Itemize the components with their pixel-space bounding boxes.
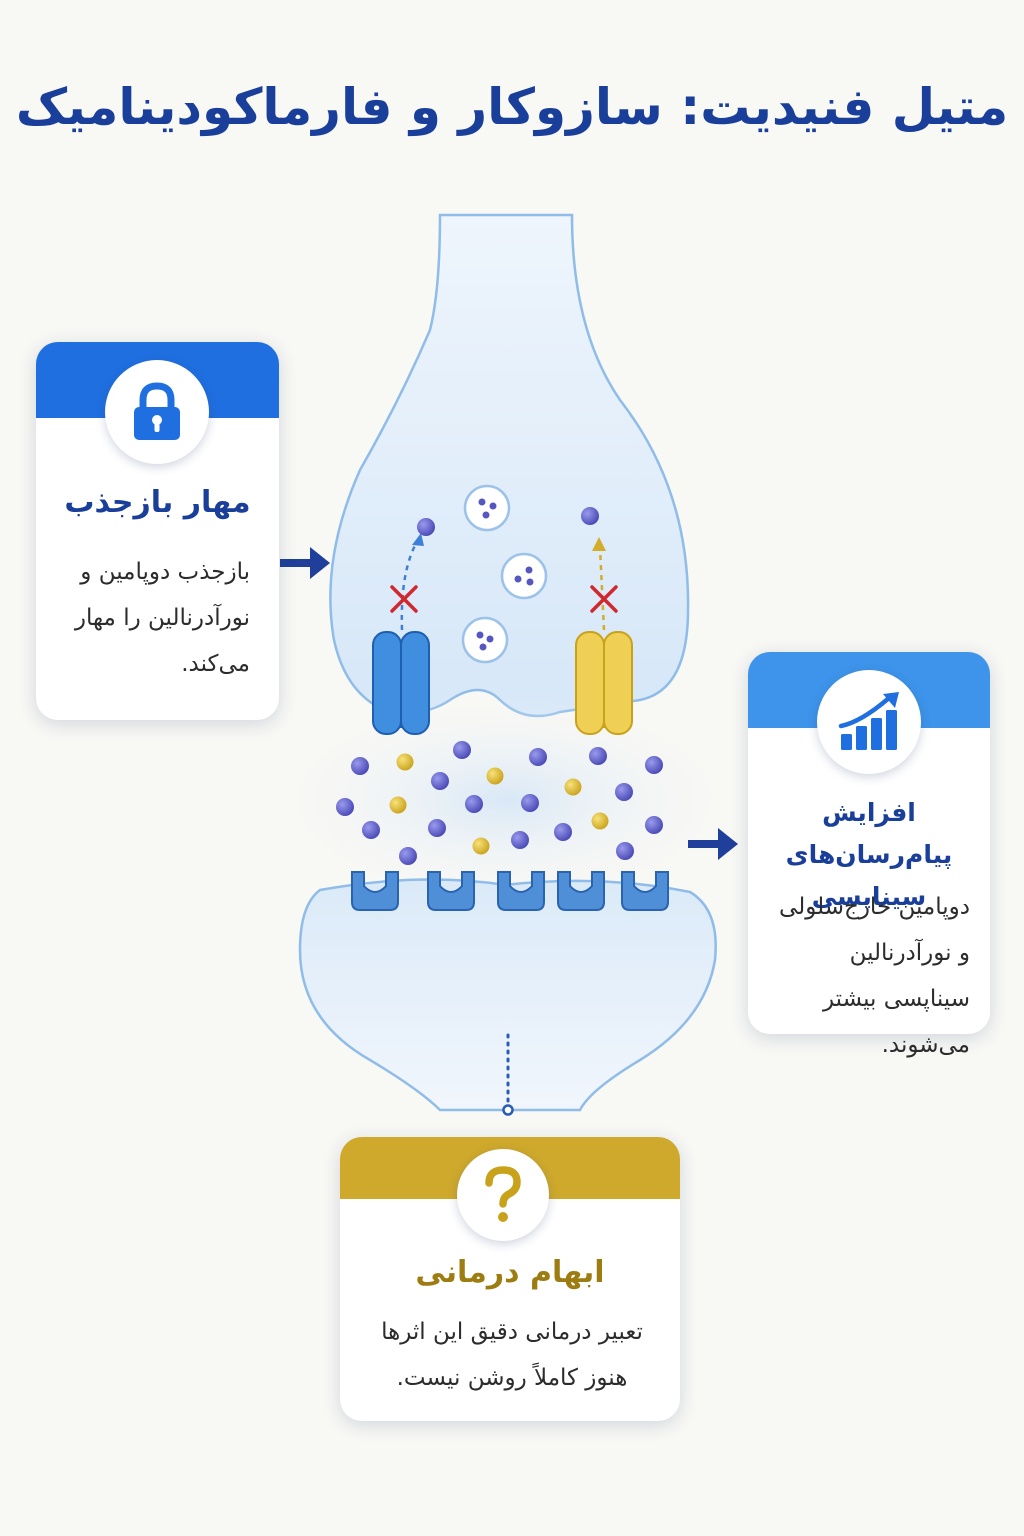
dopamine-molecule [615,783,633,801]
noradrenaline-molecule [472,837,490,855]
dopamine-molecule [453,741,471,759]
dopamine-molecule [645,756,663,774]
receptor [351,871,399,911]
dopamine-molecule [336,798,354,816]
bar-chart-up-icon [838,692,899,750]
icon-badge [105,360,209,464]
noradrenaline-molecule [564,778,582,796]
card-title: افزایش پیام‌رسان‌های سیناپسی [785,798,953,911]
dopamine-molecule [465,795,483,813]
icon-badge [817,670,921,774]
arrow-right-icon [688,828,738,860]
reuptake-inhibition-card: مهار بازجذب بازجذب دوپامین و نورآدرنالین… [36,342,279,720]
question-mark-icon [485,1166,521,1222]
receptor [557,871,605,911]
noradrenaline-molecule [591,812,609,830]
dopamine-molecule [529,748,547,766]
dopamine-molecule [431,772,449,790]
arrow-right-icon [280,547,330,579]
lock-icon [134,382,180,440]
therapeutic-ambiguity-card: ابهام درمانی تعبیر درمانی دقیق این اثرها… [340,1137,680,1421]
dopamine-molecule [645,816,663,834]
receptor [497,871,545,911]
neurotransmitters [336,741,663,865]
receptor [427,871,475,911]
block-x-icon [590,585,618,613]
blocked-reuptake-arrow-blue [400,539,420,631]
noradrenaline-molecule [486,767,504,785]
vesicle [463,484,511,532]
card-text: بازجذب دوپامین و نورآدرنالین را مهار می‌… [74,559,250,677]
blocked-reuptake-arrow-gold [598,547,606,631]
dopamine-molecule [581,507,599,525]
vesicle [461,616,509,664]
card-title: مهار بازجذب [64,485,251,520]
card-text: تعبیر درمانی دقیق این اثرها هنوز کاملاً … [381,1319,643,1391]
postsynaptic-terminal [298,878,717,1112]
receptor [621,871,669,911]
dopamine-molecule [511,831,529,849]
vesicle [500,552,548,600]
page-title: متیل فنیدیت: سازوکار و فارماکودینامیک [15,78,1009,136]
icon-badge [457,1149,549,1241]
dopamine-molecule [399,847,417,865]
card-text: دوپامین خارج‌سلولی و نورآدرنالین سیناپسی… [779,894,970,1058]
noradrenaline-molecule [396,753,414,771]
noradrenaline-molecule [389,796,407,814]
receptors [351,871,669,911]
card-title: ابهام درمانی [415,1255,605,1290]
block-x-icon [390,585,418,613]
noradrenaline-transporter [575,631,633,735]
synaptic-increase-card: افزایش پیام‌رسان‌های سیناپسی دوپامین خار… [748,652,990,1058]
dopamine-transporter [372,631,430,735]
dopamine-molecule [417,518,435,536]
dopamine-molecule [521,794,539,812]
dopamine-molecule [589,747,607,765]
dopamine-molecule [351,757,369,775]
dopamine-molecule [428,819,446,837]
dopamine-molecule [616,842,634,860]
dopamine-molecule [362,821,380,839]
connector-end-dot [502,1104,514,1116]
dopamine-molecule [554,823,572,841]
